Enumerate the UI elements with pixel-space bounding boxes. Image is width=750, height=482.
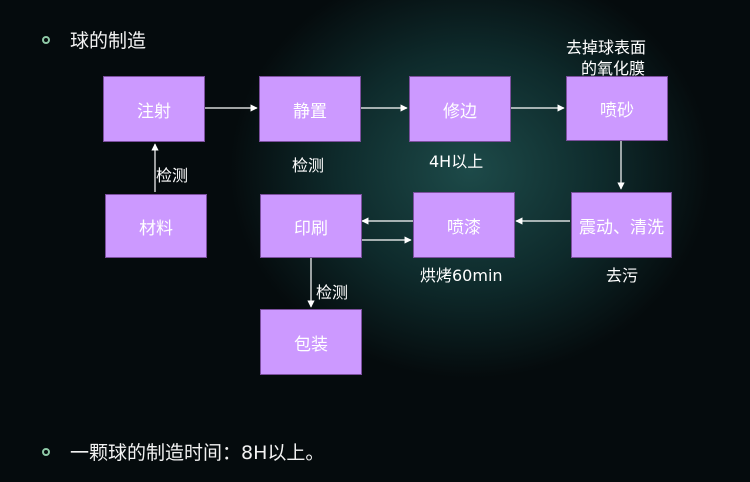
bullet-ring-icon: [42, 447, 50, 456]
manufacturing-time-text: 一颗球的制造时间：8H以上。: [70, 442, 325, 464]
node-yinshua: 印刷: [260, 194, 362, 258]
note-penqi-bake: 烘烤60min: [420, 266, 503, 285]
footer-bullet: 一颗球的制造时间：8H以上。: [42, 438, 324, 465]
node-cailiao: 材料: [105, 194, 207, 258]
slide-title: 球的制造: [70, 30, 147, 52]
note-jiance-cailiao: 检测: [156, 166, 189, 185]
note-zhendong-qu-wu: 去污: [606, 266, 639, 285]
node-jingzhi: 静置: [259, 76, 361, 142]
title-bullet: 球的制造: [42, 26, 146, 53]
note-pensha-line1: 去掉球表面: [566, 38, 647, 57]
note-xiubian-time: 4H以上: [429, 152, 484, 171]
node-baozhuang: 包装: [260, 309, 362, 375]
note-jiance-yinshua: 检测: [316, 283, 349, 302]
bullet-ring-icon: [42, 35, 50, 44]
node-xiubian: 修边: [409, 76, 511, 142]
node-zhushe: 注射: [103, 76, 205, 142]
note-jiance-jingzhi: 检测: [292, 156, 325, 175]
node-penqi: 喷漆: [413, 192, 515, 258]
note-pensha-line2: 的氧化膜: [581, 59, 646, 78]
node-zhendong: 震动、清洗: [571, 192, 672, 258]
node-pensha: 喷砂: [566, 76, 668, 141]
